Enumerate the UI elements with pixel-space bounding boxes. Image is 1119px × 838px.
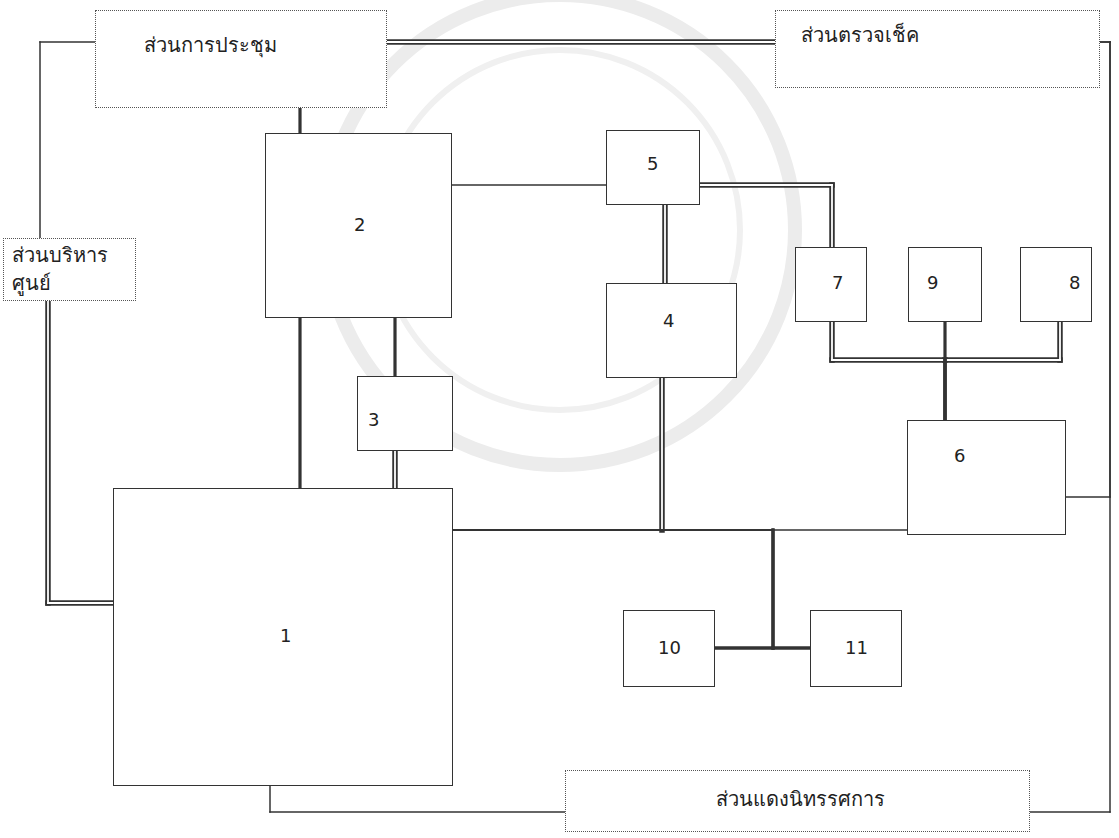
connector-line xyxy=(40,41,95,43)
connector-line xyxy=(700,184,832,186)
connector-line xyxy=(831,185,833,247)
connector-line xyxy=(943,322,946,420)
zone-box: ส่วนแดงนิทรรศการ xyxy=(565,770,1030,832)
room-box: 11 xyxy=(810,610,902,687)
connector-line xyxy=(664,205,666,283)
connector-line xyxy=(943,360,946,420)
zone-label: ส่วนแดงนิทรรศการ xyxy=(716,785,885,813)
zone-box: ส่วนการประชุม xyxy=(95,10,387,108)
room-box: 9 xyxy=(908,247,982,322)
room-number: 8 xyxy=(1069,270,1080,295)
connector-line xyxy=(1057,322,1063,360)
connector-line xyxy=(392,451,398,488)
room-box: 1 xyxy=(113,488,453,786)
connector-line xyxy=(387,39,775,45)
connector-line xyxy=(47,301,49,603)
room-number: 4 xyxy=(663,308,674,333)
room-box: 5 xyxy=(606,130,700,205)
room-box: 7 xyxy=(795,247,867,322)
connector-line xyxy=(452,184,606,186)
room-box: 4 xyxy=(606,283,737,378)
connector-line xyxy=(831,322,833,360)
connector-line xyxy=(1066,496,1110,498)
connector-line xyxy=(771,530,774,648)
connector-line xyxy=(829,322,835,360)
connector-line xyxy=(1109,42,1111,812)
room-box: 8 xyxy=(1020,247,1092,322)
zone-label: ส่วนบริหาร ศูนย์ xyxy=(12,241,124,297)
room-number: 2 xyxy=(354,212,365,237)
zone-label: ส่วนการประชุม xyxy=(144,31,277,59)
connector-line xyxy=(453,529,907,531)
connector-line xyxy=(945,359,1060,361)
connector-line xyxy=(1100,41,1110,43)
connector-line xyxy=(1059,322,1061,360)
connector-line xyxy=(715,646,810,649)
room-number: 5 xyxy=(647,151,658,176)
connector-line xyxy=(661,378,663,530)
room-number: 9 xyxy=(927,270,938,295)
room-number: 10 xyxy=(658,635,681,660)
connector-line xyxy=(453,529,773,531)
connector-line xyxy=(943,360,946,420)
connector-line xyxy=(48,600,113,606)
room-number: 6 xyxy=(954,443,965,468)
room-number: 1 xyxy=(280,623,291,648)
connector-line xyxy=(771,530,774,648)
connector-line xyxy=(1030,811,1110,813)
connector-line xyxy=(45,301,51,603)
zone-box: ส่วนบริหาร ศูนย์ xyxy=(3,238,136,301)
room-box: 6 xyxy=(907,420,1066,535)
connector-line xyxy=(394,451,396,488)
connector-line xyxy=(48,602,113,604)
connector-line xyxy=(832,357,945,363)
connector-line xyxy=(298,318,301,488)
connector-line xyxy=(269,786,271,812)
connector-line xyxy=(39,42,41,238)
connector-line xyxy=(829,185,835,247)
connector-line xyxy=(453,529,773,531)
room-number: 7 xyxy=(832,270,843,295)
room-box: 3 xyxy=(357,376,453,451)
connector-line xyxy=(1100,41,1110,43)
room-box: 2 xyxy=(265,133,452,318)
connector-line xyxy=(270,811,565,813)
connector-line xyxy=(945,357,1060,363)
room-box: 10 xyxy=(623,610,715,687)
zone-label: ส่วนตรวจเช็ค xyxy=(801,21,919,49)
connector-line xyxy=(662,205,668,283)
connector-line xyxy=(700,182,832,188)
zone-box: ส่วนตรวจเช็ค xyxy=(775,10,1100,88)
room-number: 11 xyxy=(845,635,868,660)
connector-line xyxy=(298,108,301,133)
connector-line xyxy=(393,318,396,376)
connector-line xyxy=(659,378,665,530)
connector-line xyxy=(387,41,775,43)
connector-line xyxy=(832,359,945,361)
room-number: 3 xyxy=(368,407,379,432)
